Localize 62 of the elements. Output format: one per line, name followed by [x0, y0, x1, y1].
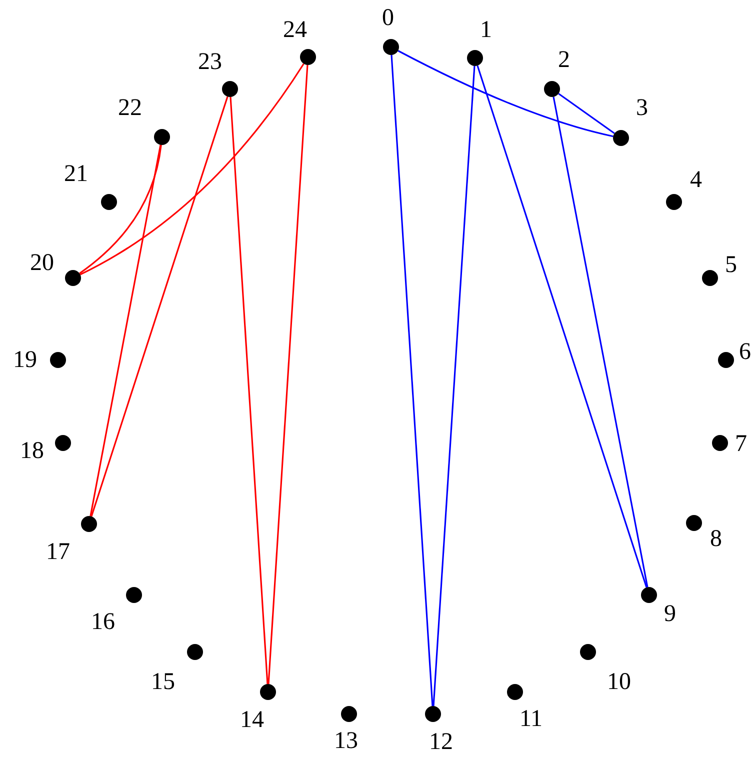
connector-line: [558, 92, 615, 134]
dot-marker: [712, 435, 728, 451]
node-label: 20: [30, 251, 54, 275]
node-label: 7: [735, 432, 747, 456]
dot-marker: [507, 684, 523, 700]
node-label: 17: [46, 540, 70, 564]
dot-marker: [101, 194, 117, 210]
node-label: 9: [664, 602, 676, 626]
node-label: 1: [480, 18, 492, 42]
dot-marker: [65, 270, 81, 286]
dot-marker: [300, 49, 316, 65]
connector-line: [90, 96, 228, 517]
node-label: 21: [64, 162, 88, 186]
dot-marker: [641, 587, 657, 603]
node-label: 3: [636, 96, 648, 120]
node-label: 24: [283, 18, 307, 42]
connector-line: [268, 64, 308, 684]
node-label: 5: [725, 253, 737, 277]
node-label: 4: [690, 168, 702, 192]
connector-line: [230, 96, 268, 684]
connector-line: [476, 65, 648, 588]
dot-marker: [544, 81, 560, 97]
dot-marker: [222, 81, 238, 97]
dot-marker: [81, 516, 97, 532]
dot-marker: [686, 515, 702, 531]
connector-line: [398, 50, 614, 138]
node-label: 14: [240, 708, 264, 732]
connector-line: [552, 96, 648, 588]
connector-line: [80, 63, 304, 276]
dot-marker: [260, 684, 276, 700]
dot-marker: [613, 130, 629, 146]
connector-line: [90, 144, 162, 516]
connector-line: [432, 66, 476, 706]
dot-marker: [383, 39, 399, 55]
node-label: 22: [118, 96, 142, 120]
dot-marker: [666, 194, 682, 210]
dot-marker: [580, 644, 596, 660]
dot-marker: [341, 706, 357, 722]
connector-line: [79, 144, 162, 274]
dot-marker: [467, 50, 483, 66]
dot-marker: [702, 270, 718, 286]
dot-marker: [154, 129, 170, 145]
node-label: 2: [558, 48, 570, 72]
node-label: 10: [607, 670, 631, 694]
connector-line: [390, 54, 434, 706]
dot-marker: [425, 706, 441, 722]
dot-marker: [718, 352, 734, 368]
node-label: 16: [91, 610, 115, 634]
node-label: 13: [334, 729, 358, 753]
dot-marker: [50, 352, 66, 368]
node-label: 15: [151, 670, 175, 694]
node-label: 23: [198, 50, 222, 74]
dot-marker: [55, 435, 71, 451]
node-label: 6: [739, 340, 751, 364]
node-label: 0: [382, 6, 394, 30]
node-label: 12: [429, 730, 453, 754]
node-label: 19: [13, 348, 37, 372]
node-label: 8: [710, 527, 722, 551]
dot-marker: [126, 587, 142, 603]
dot-marker: [187, 644, 203, 660]
node-label: 18: [20, 439, 44, 463]
node-label: 11: [519, 707, 543, 731]
